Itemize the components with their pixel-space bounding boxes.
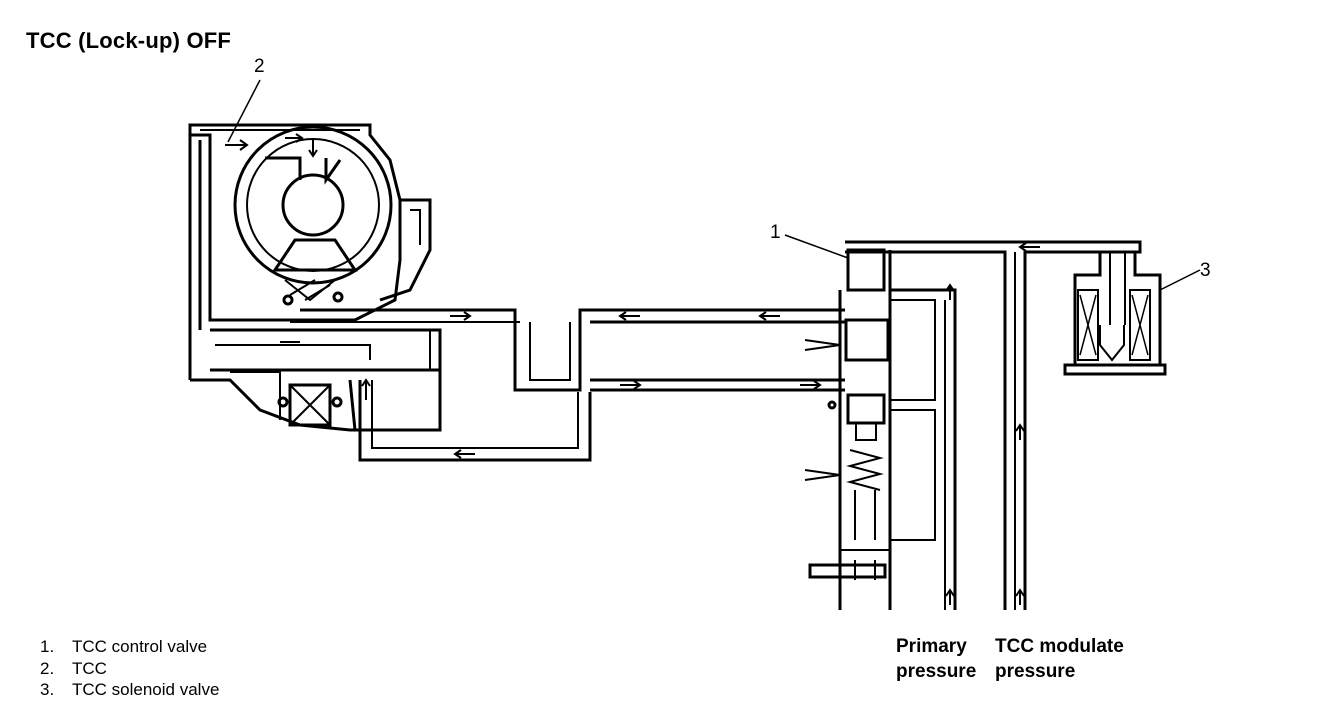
legend-item: 2. TCC bbox=[18, 658, 219, 680]
diagram-title: TCC (Lock-up) OFF bbox=[26, 28, 232, 53]
legend-label: TCC control valve bbox=[72, 637, 208, 656]
callout-1: 1 bbox=[770, 222, 781, 243]
legend: 1. TCC control valve 2. TCC 3. TCC solen… bbox=[18, 636, 219, 701]
legend-label: TCC bbox=[72, 658, 107, 678]
legend-item: 3. TCC solenoid valve bbox=[18, 679, 219, 701]
pressure-lines bbox=[845, 240, 1142, 610]
callout-3: 3 bbox=[1200, 260, 1211, 281]
primary-pressure-line1: Primary bbox=[896, 636, 967, 657]
legend-label: TCC solenoid valve bbox=[72, 680, 220, 699]
tcc-solenoid-valve bbox=[1063, 252, 1167, 376]
primary-pressure-line2: pressure bbox=[896, 661, 977, 682]
torque-converter bbox=[188, 123, 432, 380]
legend-number: 3. bbox=[40, 680, 55, 699]
shaft-assembly bbox=[190, 328, 442, 432]
legend-number: 1. bbox=[40, 637, 55, 656]
tcc-modulate-pressure-label: TCC modulate pressure bbox=[995, 634, 1124, 684]
leader-lines bbox=[227, 79, 1201, 291]
callout-2: 2 bbox=[254, 56, 265, 77]
oil-passages bbox=[290, 308, 845, 462]
tcc-control-valve bbox=[804, 248, 892, 610]
legend-item: 1. TCC control valve bbox=[18, 636, 219, 658]
tcc-modulate-line2: pressure bbox=[995, 661, 1076, 682]
primary-pressure-label: Primary pressure bbox=[896, 634, 976, 684]
tcc-modulate-line1: TCC modulate bbox=[995, 636, 1124, 657]
legend-number: 2. bbox=[40, 658, 55, 678]
